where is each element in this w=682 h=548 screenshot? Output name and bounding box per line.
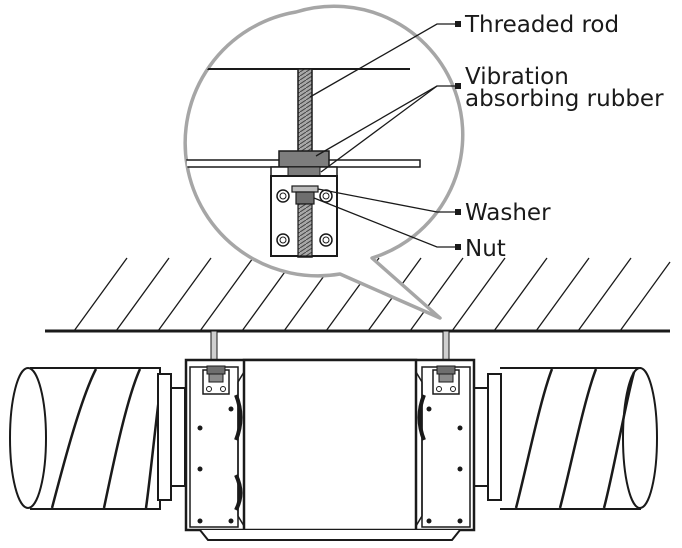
detail-lower-rubber	[287, 166, 321, 177]
left-bracket	[202, 365, 230, 395]
label-nut: Nut	[465, 236, 506, 262]
detail-magnifier	[183, 4, 465, 320]
leader-nut	[313, 197, 457, 248]
right-duct-collar	[487, 373, 502, 501]
leader-lines	[309, 23, 457, 248]
ceiling	[45, 257, 671, 333]
label-threaded-rod: Threaded rod	[464, 12, 619, 38]
detail-nut	[295, 191, 315, 205]
leader-rubber-lower	[320, 85, 438, 173]
leader-washer	[317, 188, 457, 213]
ceiling-hatch	[73, 257, 671, 332]
right-bracket	[432, 365, 460, 395]
left-duct	[9, 367, 186, 510]
leader-threaded-rod	[309, 23, 457, 98]
fan-unit	[184, 358, 476, 541]
left-duct-collar	[157, 373, 172, 501]
label-vibration-line2: absorbing rubber	[465, 86, 664, 112]
detail-bolts	[276, 189, 333, 247]
right-duct	[471, 367, 658, 510]
leader-end-markers	[455, 21, 461, 250]
label-vibration-line1: Vibration	[465, 64, 569, 90]
fan-unit-service-panel	[242, 358, 418, 532]
detail-washer	[291, 185, 319, 193]
label-washer: Washer	[465, 200, 551, 226]
